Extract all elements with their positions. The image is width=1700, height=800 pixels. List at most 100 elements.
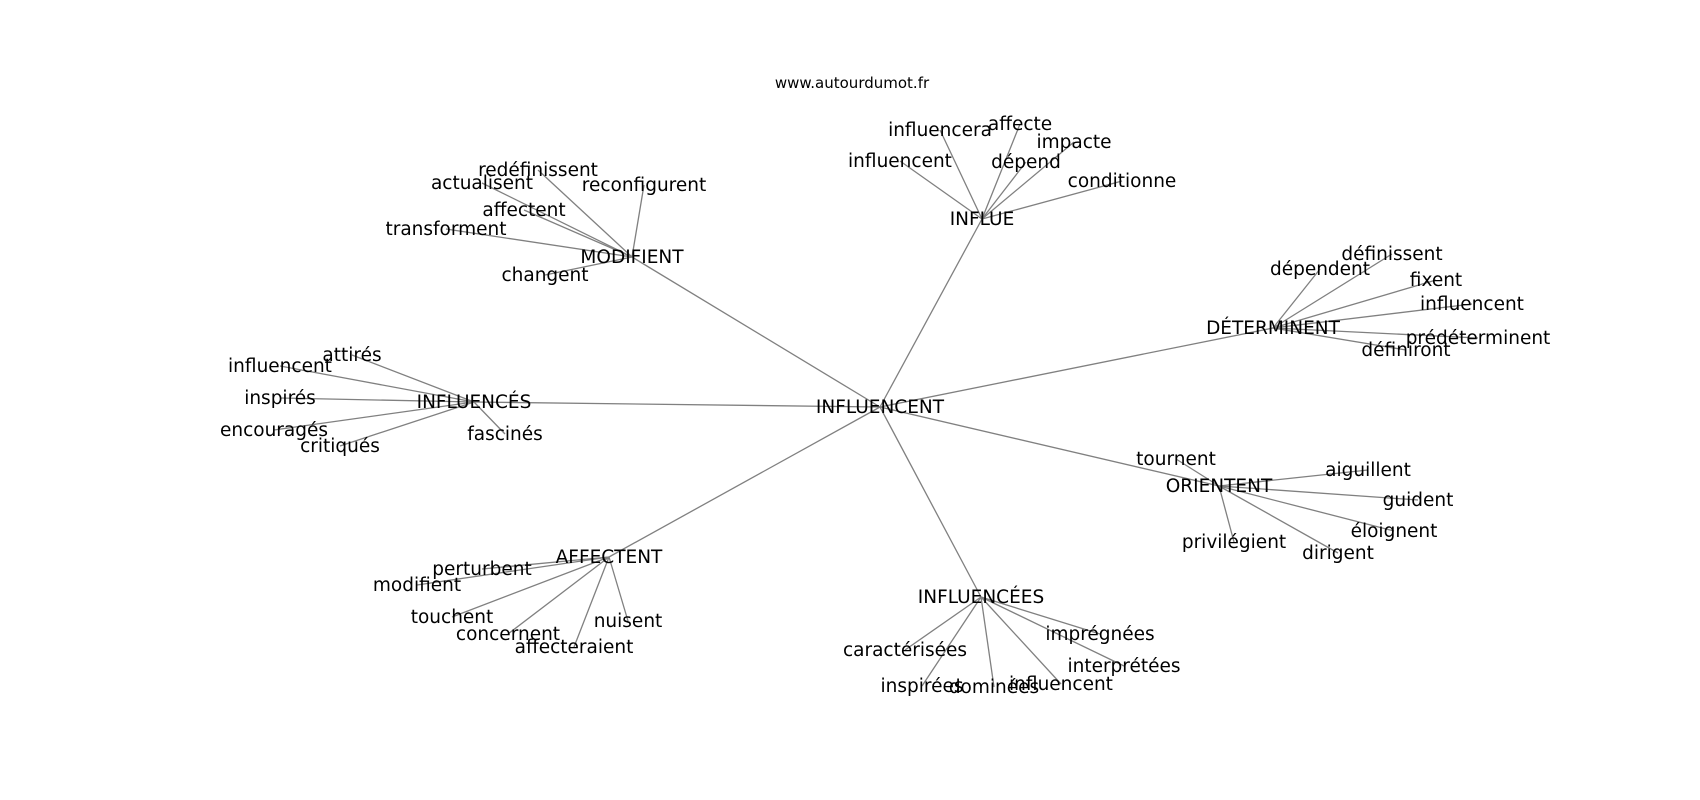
edge-hub-to-leaf — [1218, 485, 1395, 532]
leaf-word: dirigent — [1302, 543, 1374, 564]
edge-hub-to-leaf — [1218, 469, 1369, 487]
leaf-word: affecteraient — [515, 637, 634, 658]
leaf-word: critiqués — [300, 436, 380, 457]
edge-hub-to-leaf — [544, 256, 633, 276]
hub-word: INFLUE — [950, 209, 1015, 230]
leaf-word: fascinés — [467, 424, 543, 445]
edge-center-to-hub — [879, 406, 1220, 487]
edge-hub-to-leaf — [351, 354, 475, 403]
leaf-word: transforment — [385, 219, 506, 240]
leaf-word: influencent — [1420, 294, 1524, 315]
leaf-word: fixent — [1410, 270, 1462, 291]
leaf-word: inspirés — [244, 388, 316, 409]
leaf-word: redéfinissent — [478, 160, 598, 181]
edge-hub-to-leaf — [1218, 485, 1339, 554]
edge-hub-to-leaf — [537, 169, 633, 258]
leaf-word: changent — [501, 265, 588, 286]
leaf-word: actualisent — [431, 173, 533, 194]
leaf-word: dépendent — [1270, 259, 1370, 280]
edge-hub-to-leaf — [980, 596, 1062, 685]
hub-word: ORIENTENT — [1166, 476, 1273, 497]
edge-hub-to-leaf — [1272, 253, 1393, 329]
edge-hub-to-leaf — [1272, 327, 1407, 351]
edge-hub-to-leaf — [339, 401, 475, 447]
edge-hub-to-leaf — [981, 161, 1027, 220]
edge-hub-to-leaf — [1175, 458, 1220, 487]
leaf-word: concernent — [456, 624, 560, 645]
leaf-word: éloignent — [1351, 521, 1438, 542]
leaf-word: définiront — [1361, 340, 1450, 361]
leaf-word: affecte — [988, 114, 1052, 135]
leaf-word: dépend — [991, 152, 1061, 173]
edge-hub-to-leaf — [904, 596, 982, 651]
leaf-word: définissent — [1341, 244, 1442, 265]
hub-word: AFFECTENT — [556, 547, 663, 568]
hub-word: INFLUENCÉES — [918, 586, 1044, 608]
edge-center-to-hub — [879, 406, 982, 598]
leaf-word: inspirées — [881, 676, 964, 697]
edge-hub-to-leaf — [481, 556, 610, 570]
edge-hub-to-leaf — [573, 556, 610, 648]
leaf-word: impacte — [1036, 132, 1111, 153]
leaf-word: prédéterminent — [1406, 328, 1551, 349]
center-word: INFLUENCENT — [816, 397, 945, 418]
edge-hub-to-leaf — [981, 123, 1021, 220]
hub-word: INFLUENCÉS — [417, 391, 532, 413]
leaf-word: influencent — [228, 356, 332, 377]
edge-center-to-hub — [631, 256, 881, 408]
edge-hub-to-leaf — [523, 209, 633, 258]
edge-hub-to-leaf — [631, 184, 645, 258]
edge-hub-to-leaf — [939, 129, 983, 220]
edge-hub-to-leaf — [279, 365, 475, 403]
edge-hub-to-leaf — [980, 596, 995, 688]
edge-hub-to-leaf — [481, 182, 633, 258]
hub-word: DÉTERMINENT — [1206, 317, 1341, 339]
edge-center-to-hub — [608, 406, 881, 558]
edge-hub-to-leaf — [1218, 485, 1419, 501]
edge-hub-to-leaf — [507, 556, 610, 635]
edge-hub-to-leaf — [921, 596, 982, 687]
edge-hub-to-leaf — [1272, 327, 1479, 339]
leaf-word: imprégnées — [1045, 624, 1154, 645]
graph-labels: www.autourdumot.fr INFLUENCENT influence… — [220, 74, 1550, 698]
leaf-word: nuisent — [594, 611, 663, 632]
leaf-word: perturbent — [432, 559, 531, 580]
edge-hub-to-leaf — [981, 180, 1123, 220]
leaf-word: guident — [1383, 490, 1454, 511]
edge-center-to-hub — [879, 327, 1274, 408]
edge-hub-to-leaf — [445, 228, 633, 258]
edge-center-to-hub — [473, 401, 881, 408]
source-url: www.autourdumot.fr — [775, 74, 930, 92]
leaf-word: influencent — [848, 151, 952, 172]
edge-hub-to-leaf — [473, 401, 506, 435]
leaf-word: caractérisées — [843, 640, 967, 661]
leaf-word: privilégient — [1182, 532, 1286, 553]
edge-hub-to-leaf — [451, 556, 610, 618]
edge-hub-to-leaf — [273, 401, 475, 431]
leaf-word: attirés — [322, 345, 381, 366]
edge-hub-to-leaf — [899, 160, 983, 220]
leaf-word: affectent — [482, 200, 565, 221]
edge-center-to-hub — [879, 218, 983, 408]
hub-word: MODIFIENT — [580, 247, 684, 268]
edge-hub-to-leaf — [279, 397, 475, 403]
leaf-word: touchent — [411, 607, 494, 628]
leaf-word: tournent — [1136, 449, 1216, 470]
graph-edges — [273, 123, 1479, 688]
leaf-word: dominées — [949, 677, 1039, 698]
edge-hub-to-leaf — [1218, 485, 1235, 543]
edge-hub-to-leaf — [980, 596, 1101, 635]
edge-hub-to-leaf — [608, 556, 629, 622]
leaf-word: interprétées — [1067, 656, 1180, 677]
edge-hub-to-leaf — [1272, 303, 1473, 329]
leaf-word: influencent — [1009, 674, 1113, 695]
edge-hub-to-leaf — [1272, 268, 1321, 329]
edge-hub-to-leaf — [1272, 279, 1437, 329]
edge-hub-to-leaf — [416, 556, 610, 586]
leaf-word: modifient — [373, 575, 461, 596]
leaf-word: aiguillent — [1325, 460, 1411, 481]
leaf-word: encouragés — [220, 420, 328, 441]
edge-hub-to-leaf — [981, 141, 1075, 220]
edge-hub-to-leaf — [980, 596, 1125, 667]
